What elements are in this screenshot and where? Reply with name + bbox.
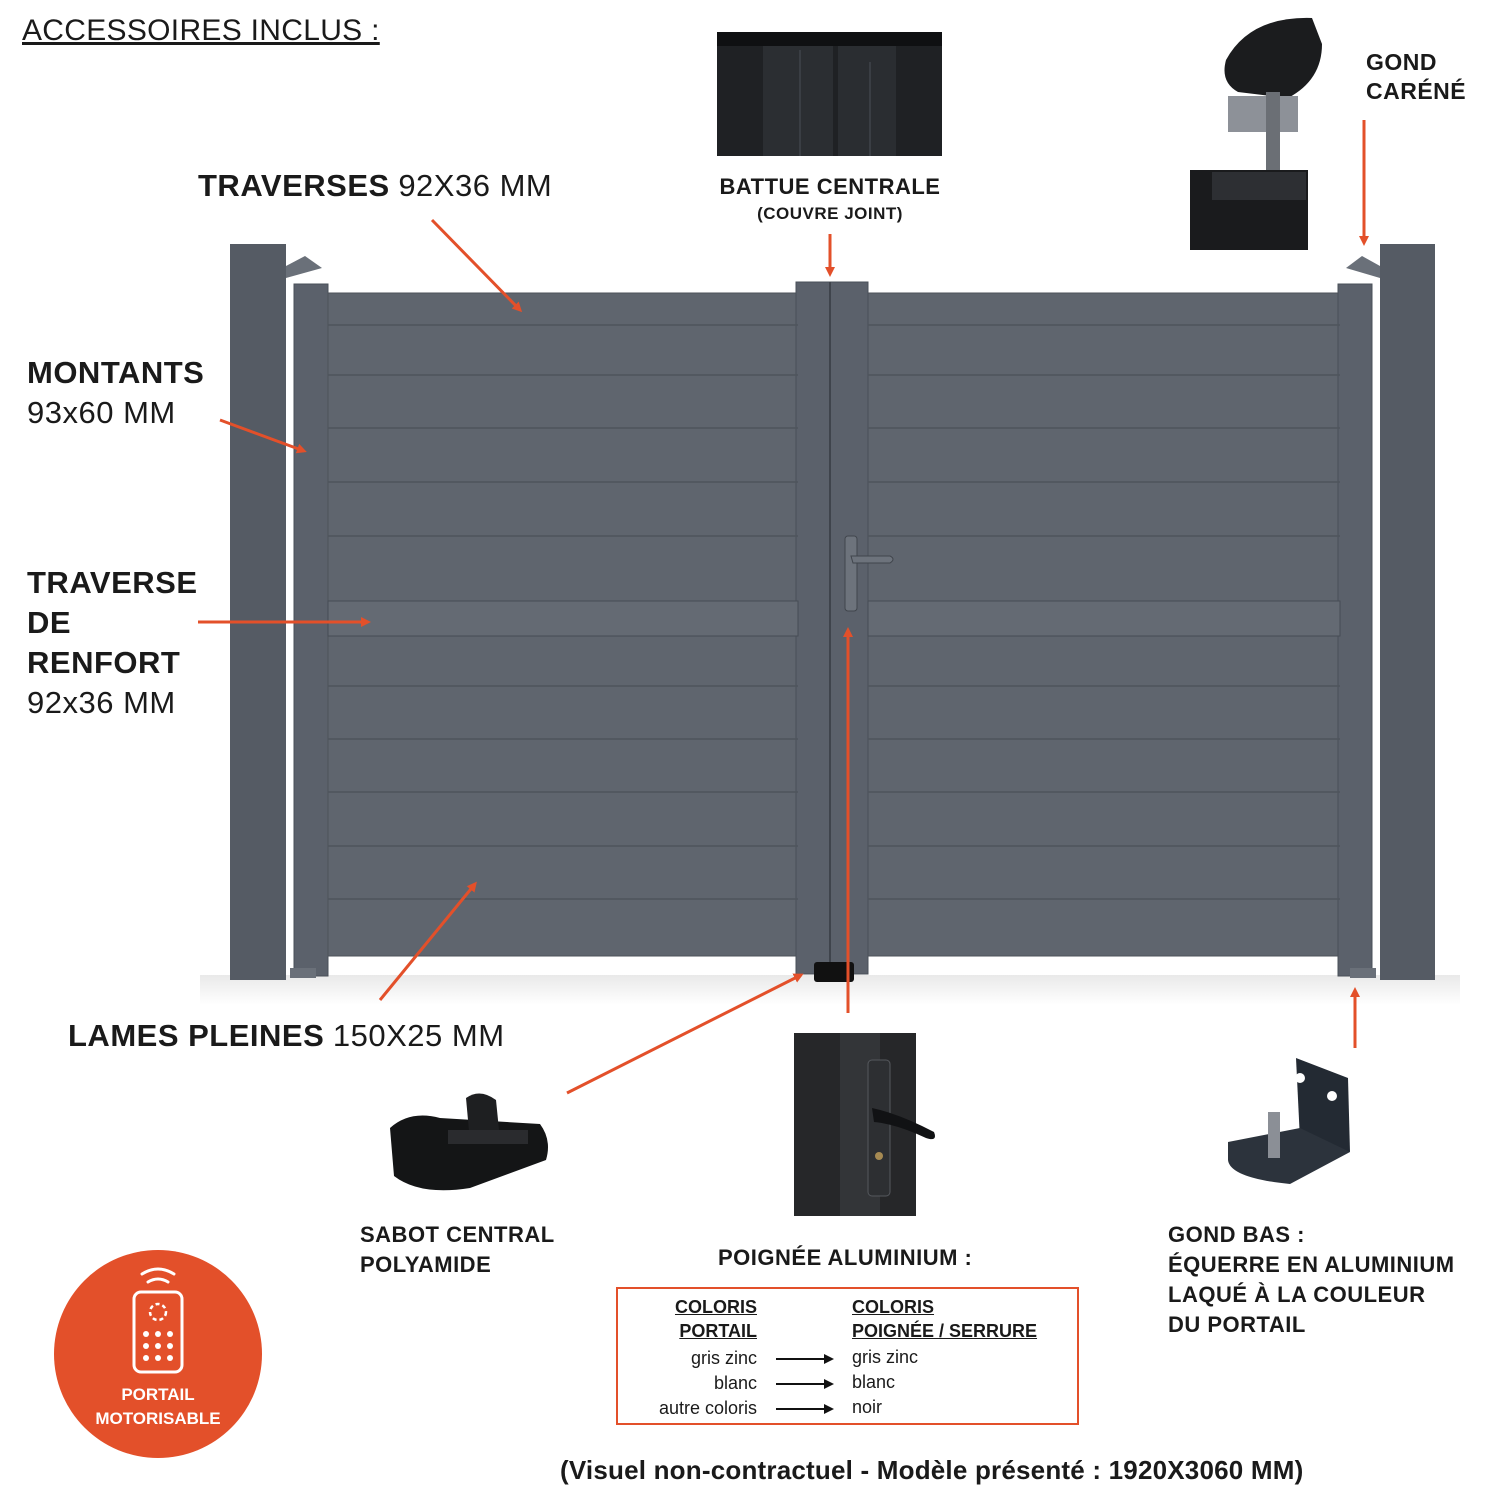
table-row: noir [852, 1397, 883, 1417]
badge-line1: PORTAIL [121, 1385, 195, 1404]
label-poignee: POIGNÉE ALUMINIUM : [718, 1245, 973, 1270]
battue-sub: (COUVRE JOINT) [757, 204, 903, 223]
color-table [616, 1287, 1079, 1425]
color-table-poignee-col: gris zinc blanc noir [852, 1345, 918, 1420]
top-hinge-right [1346, 256, 1380, 278]
poignee-photo [794, 1033, 935, 1216]
renfort-dim: 92x36 MM [27, 685, 176, 720]
renfort-line1: TRAVERSE [27, 565, 198, 600]
lames-name: LAMES PLEINES [68, 1018, 325, 1053]
gondbas-line1: GOND BAS : [1168, 1222, 1305, 1247]
reinforcement-rail-right [867, 600, 1341, 637]
label-lames-pleines: LAMES PLEINES 150X25 MM [68, 1018, 505, 1054]
sabot-central-photo [390, 1093, 548, 1191]
header-right-line2: POIGNÉE / SERRURE [852, 1321, 1038, 1341]
renfort-line3: RENFORT [27, 645, 181, 680]
callout-arrows [198, 120, 1369, 1095]
gond-bas-photo [1228, 1058, 1350, 1184]
montants-dim: 93x60 MM [27, 395, 176, 430]
color-table-header-right: COLORIS POIGNÉE / SERRURE [852, 1295, 1037, 1343]
color-table-portail-col: gris zinc blanc autre coloris [600, 1346, 757, 1421]
header-right-line1: COLORIS [852, 1297, 935, 1317]
lames-dim: 150X25 MM [332, 1018, 505, 1053]
gond-carene-photo [1190, 17, 1322, 250]
label-battue-centrale: BATTUE CENTRALE (COUVRE JOINT) [700, 174, 960, 224]
color-table-header-left: COLORIS PORTAIL [620, 1295, 757, 1343]
reinforcement-rail-left [327, 600, 799, 637]
battue-main: BATTUE CENTRALE [719, 174, 941, 199]
header-left-line1: COLORIS [674, 1297, 757, 1317]
label-sabot-central: SABOT CENTRAL POLYAMIDE [360, 1220, 555, 1280]
motorisable-badge [54, 1250, 262, 1458]
battue-centrale-photo [717, 32, 942, 156]
right-stile-outer [1337, 283, 1373, 977]
renfort-line2: DE [27, 605, 72, 640]
central-stile-left [795, 281, 831, 975]
table-row: autre coloris [658, 1398, 757, 1418]
slat-lines [328, 324, 1340, 900]
top-hinge-left [286, 256, 322, 278]
handle-lever [850, 555, 894, 564]
badge-line2: MOTORISABLE [95, 1409, 221, 1428]
left-post [230, 244, 286, 980]
label-montants: MONTANTS 93x60 MM [27, 353, 204, 433]
badge-text: PORTAIL MOTORISABLE [54, 1383, 262, 1431]
signal-waves-icon [140, 1267, 176, 1284]
label-traverses: TRAVERSES 92X36 MM [198, 168, 552, 204]
remote-control-icon [132, 1267, 184, 1374]
table-row: gris zinc [852, 1347, 919, 1367]
right-post [1380, 244, 1435, 980]
handle-plate [844, 535, 858, 612]
montants-name: MONTANTS [27, 355, 205, 390]
bottom-hinge-right [1350, 968, 1376, 978]
gond-line2: CARÉNÉ [1366, 78, 1467, 104]
label-gond-carene: GOND CARÉNÉ [1366, 48, 1466, 106]
traverses-name: TRAVERSES [198, 168, 390, 203]
table-row: gris zinc [690, 1348, 757, 1368]
sabot-line2: POLYAMIDE [360, 1252, 492, 1277]
label-gond-bas: GOND BAS : ÉQUERRE EN ALUMINIUM LAQUÉ À … [1168, 1220, 1455, 1340]
page-title: ACCESSOIRES INCLUS : [22, 14, 380, 47]
gondbas-line2: ÉQUERRE EN ALUMINIUM [1168, 1252, 1455, 1277]
disclaimer-caption: (Visuel non-contractuel - Modèle présent… [560, 1455, 1304, 1485]
arrow-right-icon [776, 1354, 834, 1414]
left-stile-outer [293, 283, 329, 977]
gond-line1: GOND [1366, 49, 1437, 75]
gondbas-line3: LAQUÉ À LA COULEUR [1168, 1282, 1426, 1307]
table-row: blanc [852, 1372, 896, 1392]
sabot-line1: SABOT CENTRAL [360, 1222, 555, 1247]
bottom-hinge-left [290, 968, 316, 978]
table-row: blanc [713, 1373, 757, 1393]
header-left-line2: PORTAIL [679, 1321, 757, 1341]
traverses-dim: 92X36 MM [398, 168, 553, 203]
gondbas-line4: DU PORTAIL [1168, 1312, 1306, 1337]
label-traverse-renfort: TRAVERSE DE RENFORT 92x36 MM [27, 563, 198, 723]
center-stopper [814, 962, 854, 982]
